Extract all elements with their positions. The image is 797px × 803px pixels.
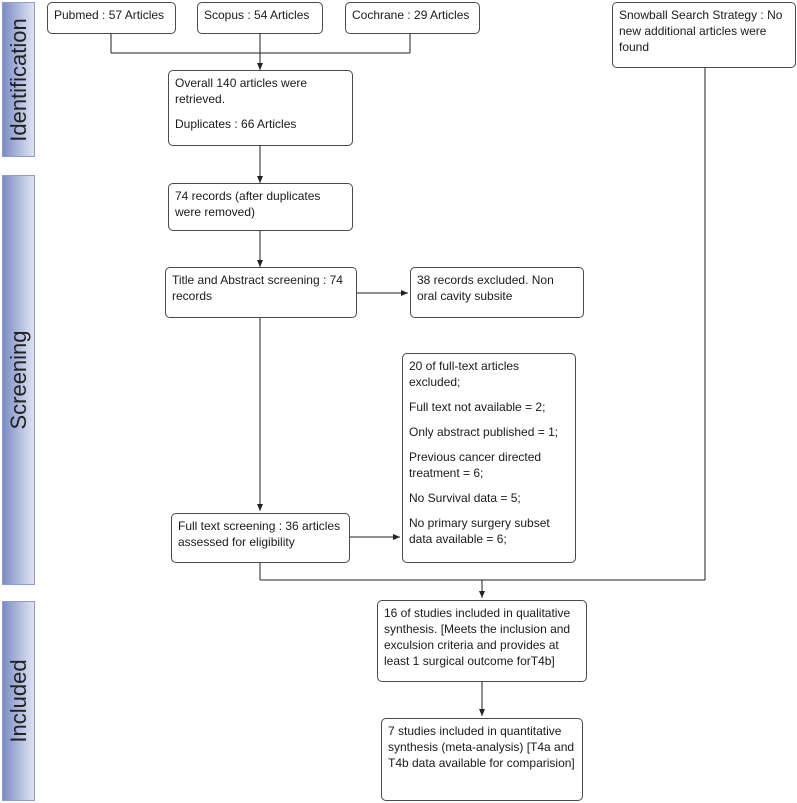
scopus-label: Scopus : 54 Articles [204, 8, 310, 22]
quantitative-box: 7 studies included in quantitative synth… [381, 718, 583, 801]
reason-previous-treatment: Previous cancer directed treatment = 6; [409, 450, 542, 480]
reason-no-survival-data: No Survival data = 5; [409, 491, 521, 505]
after-duplicates-label: 74 records (after duplicates were remove… [175, 189, 321, 219]
cochrane-label: Cochrane : 29 Articles [352, 8, 470, 22]
excluded-38-box: 38 records excluded. Non oral cavity sub… [410, 267, 584, 318]
pubmed-box: Pubmed : 57 Articles [47, 2, 176, 34]
reason-abstract-only: Only abstract published = 1; [409, 425, 559, 439]
overall-duplicates: Duplicates : 66 Articles [175, 117, 297, 131]
reason-full-text-unavailable: Full text not available = 2; [409, 400, 546, 414]
after-duplicates-box: 74 records (after duplicates were remove… [168, 183, 353, 231]
stage-identification: Identification [2, 2, 35, 157]
snowball-box: Snowball Search Strategy : No new additi… [612, 2, 796, 68]
qualitative-box: 16 of studies included in qualitative sy… [377, 600, 587, 682]
stage-screening: Screening [2, 175, 35, 585]
title-abstract-label: Title and Abstract screening : 74 record… [172, 273, 343, 303]
overall-box: Overall 140 articles were retrieved. Dup… [168, 70, 353, 146]
overall-retrieved: Overall 140 articles were retrieved. [175, 76, 308, 106]
quantitative-label: 7 studies included in quantitative synth… [388, 724, 575, 770]
title-abstract-box: Title and Abstract screening : 74 record… [165, 267, 357, 318]
scopus-box: Scopus : 54 Articles [197, 2, 323, 34]
excluded-38-label: 38 records excluded. Non oral cavity sub… [417, 273, 554, 303]
fulltext-excluded-box: 20 of full-text articles excluded; Full … [402, 353, 576, 563]
reason-no-primary-surgery: No primary surgery subset data available… [409, 516, 550, 546]
fulltext-excluded-header: 20 of full-text articles excluded; [409, 359, 520, 389]
fulltext-screening-label: Full text screening : 36 articles assess… [178, 519, 341, 549]
stage-included: Included [2, 601, 35, 801]
snowball-label: Snowball Search Strategy : No new additi… [619, 8, 783, 54]
fulltext-screening-box: Full text screening : 36 articles assess… [171, 513, 350, 563]
qualitative-label: 16 of studies included in qualitative sy… [384, 606, 571, 668]
pubmed-label: Pubmed : 57 Articles [54, 8, 165, 22]
cochrane-box: Cochrane : 29 Articles [345, 2, 480, 34]
